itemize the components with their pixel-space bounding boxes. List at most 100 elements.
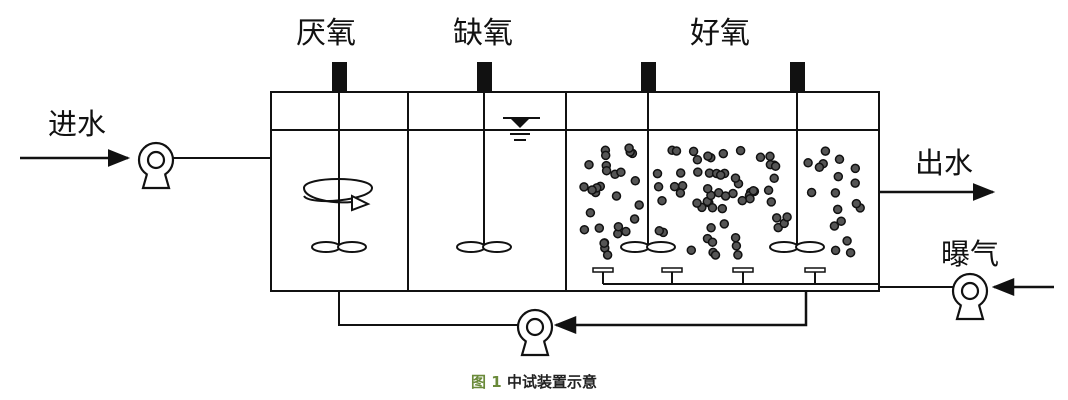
air-bubble [730,173,741,183]
air-bubble [654,226,665,236]
air-bubble [820,146,831,156]
air-bubble [829,221,840,231]
air-bubble [830,245,841,256]
air-bubble [842,236,852,246]
reactor-tank [270,91,880,292]
aerator-motor-2 [790,62,805,92]
impeller-anaerobic [311,241,367,253]
air-bubble [599,238,609,248]
rotation-arrow-icon [302,178,373,212]
recycle-return-line [553,291,808,334]
air-bubble [769,173,779,184]
figure-number: 图 1 [471,373,502,391]
air-bubble [611,191,622,201]
air-bubble [836,216,846,226]
air-bubble [630,176,641,186]
air-bubble [600,150,611,161]
recycle-pipe [338,291,519,326]
air-bubble [703,151,713,161]
air-bubble [830,188,841,198]
air-bubble [602,250,613,260]
air-bubble [653,182,664,192]
air-bubble [616,167,626,177]
air-bubble [832,204,843,215]
zone-label-anaerobic: 厌氧 [296,16,356,51]
air-bubbles [579,143,865,260]
air-bubble [833,171,844,182]
air-bubble [585,208,596,218]
air-bubble [731,241,742,251]
air-bubble [657,195,667,206]
air-bubble [601,165,612,176]
air-bubble [748,185,759,196]
air-bubble [814,162,825,173]
air-bubble [765,151,775,162]
air-bubble [579,182,589,192]
impeller-aerobic-2 [769,241,825,253]
air-bubble [763,185,774,196]
aerator-motor-1 [641,62,656,92]
air-bubble [851,198,862,209]
air-bubble [733,250,743,260]
air-bubble [624,143,634,153]
air-bubble [587,185,597,195]
figure-caption: 图 1 中试装置示意 [0,371,1068,392]
air-bubble [845,247,856,258]
air-bubble [850,163,861,174]
air-bubble [737,195,748,206]
air-bubble [692,198,702,208]
air-bubble [782,212,792,222]
air-bubble [766,197,777,207]
air-bubble [730,232,741,243]
diffuser-icon [732,267,754,285]
air-bubble [720,191,731,201]
air-bubble [594,223,605,233]
air-bubble [745,193,755,204]
air-bubble [706,223,716,233]
air-bubble [710,250,721,260]
air-bubble [850,178,860,188]
air-bubble [735,145,746,156]
air-bubble [652,168,663,179]
air-bubble [692,155,703,165]
air-bubble [613,221,624,232]
mixer-motor-anaerobic [332,62,347,92]
diffuser-icon [592,267,614,285]
air-bubble [719,219,730,229]
mixer-motor-anoxic [477,62,492,92]
air-bubble [579,224,590,235]
air-bubble [693,167,703,177]
air-bubble [688,146,699,157]
air-bubble [834,154,845,165]
diffuser-icon [661,267,683,285]
air-bubble [584,159,594,170]
figure-title: 中试装置示意 [501,373,597,391]
aeration-blower-icon [951,272,989,321]
air-bubble [707,237,718,247]
air-bubble [621,226,631,237]
diffuser-icon [804,267,826,285]
air-bubble [675,168,686,178]
air-bubble [702,183,713,194]
air-bubble [755,152,766,163]
zone-label-anoxic: 缺氧 [453,16,513,51]
air-bubble [771,213,782,223]
label-aeration: 曝气 [941,237,999,271]
recycle-pump-icon [516,308,554,357]
air-bubble [803,158,813,168]
air-bubble [675,188,686,198]
impeller-aerobic-1 [620,241,676,253]
air-bubble [770,161,781,171]
air-bubble [629,214,640,224]
air-bubble [715,170,726,180]
air-bubble [686,245,697,255]
inflow-pump-icon [137,141,175,190]
air-bubble [806,187,817,198]
air-bubble [671,146,682,156]
air-bubble [669,181,680,192]
air-bubble [718,148,729,159]
air-bubble [707,203,718,213]
label-outflow: 出水 [915,146,973,180]
label-inflow: 进水 [48,107,106,141]
